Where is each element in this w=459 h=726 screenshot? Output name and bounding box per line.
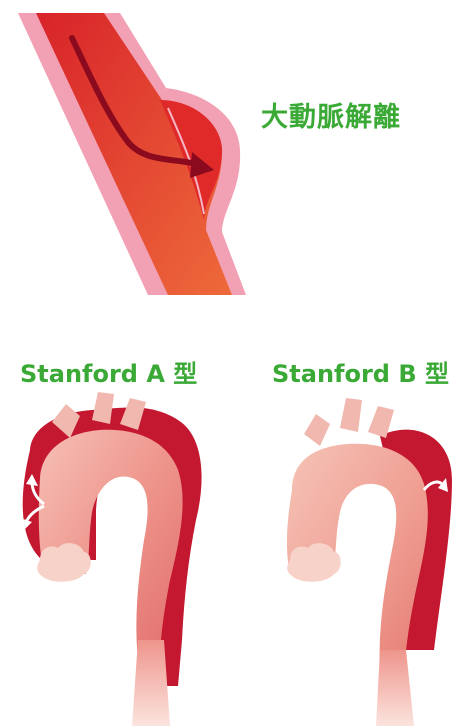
stanford-a-aorta bbox=[20, 392, 202, 726]
stanford-b-label: Stanford B 型 bbox=[272, 354, 449, 389]
stanford-a-aorta-body bbox=[39, 430, 183, 660]
stanford-a-label: Stanford A 型 bbox=[20, 354, 197, 389]
stanford-b-branch-1 bbox=[304, 414, 330, 446]
stanford-b-branch-2 bbox=[340, 398, 362, 432]
diagram-title: 大動脈解離 bbox=[261, 95, 401, 134]
stanford-b-tail bbox=[376, 650, 414, 726]
stanford-a-tail bbox=[132, 640, 170, 726]
dissected-vessel-illustration bbox=[18, 13, 246, 295]
stanford-b-aorta bbox=[287, 398, 452, 726]
